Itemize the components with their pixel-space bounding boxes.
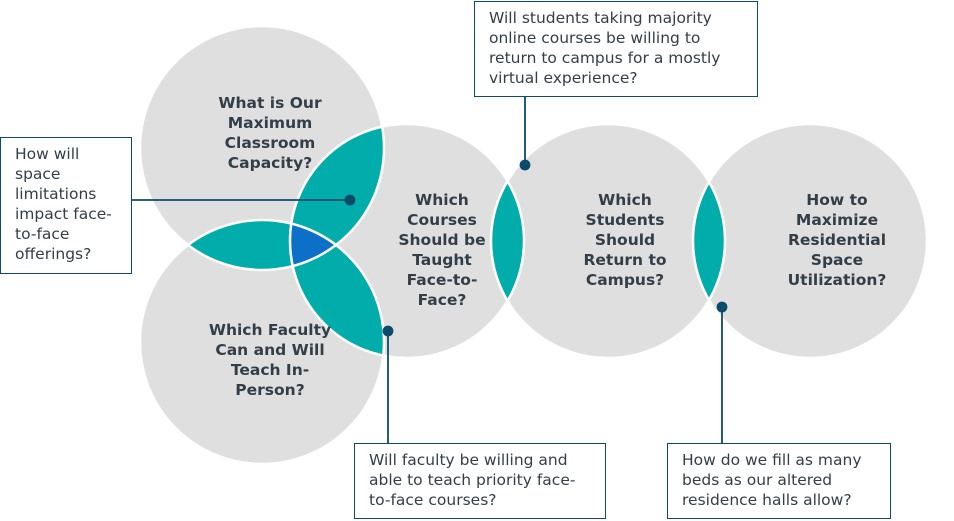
label-faculty-in-person: Which Faculty Can and Will Teach In-Pers… — [208, 321, 332, 399]
lens-capacity-courses — [290, 124, 384, 270]
label-residential-space: How to Maximize Residential Space Utiliz… — [787, 191, 887, 289]
connector-dot-fill-beds — [716, 301, 728, 313]
connector-dot-faculty-willing — [382, 325, 394, 337]
outline-courses-face-to-face — [288, 122, 526, 360]
circle-residential-space — [693, 124, 927, 358]
outline-students-return — [489, 122, 727, 360]
callout-fill-beds: How do we fill as many beds as our alter… — [667, 443, 891, 519]
label-courses-face-to-face: Which Courses Should be Taught Face-to-F… — [398, 191, 486, 309]
callout-faculty-willing: Will faculty be willing and able to teac… — [354, 443, 606, 519]
outline-classroom-capacity — [138, 24, 386, 272]
outline-faculty-in-person — [138, 218, 386, 466]
lens-faculty-courses — [290, 220, 384, 358]
outline-residential-space — [691, 122, 929, 360]
circle-students-return — [491, 124, 725, 358]
callout-space-limitations: How will space limitations impact face-t… — [0, 137, 132, 274]
label-students-return: Which Students Should Return to Campus? — [583, 191, 667, 289]
connector-dot-space-limitations — [344, 194, 356, 206]
connector-dot-online-students — [519, 159, 531, 171]
label-classroom-capacity: What is Our Maximum Classroom Capacity? — [218, 94, 322, 172]
callout-online-students: Will students taking majority online cou… — [474, 1, 758, 97]
